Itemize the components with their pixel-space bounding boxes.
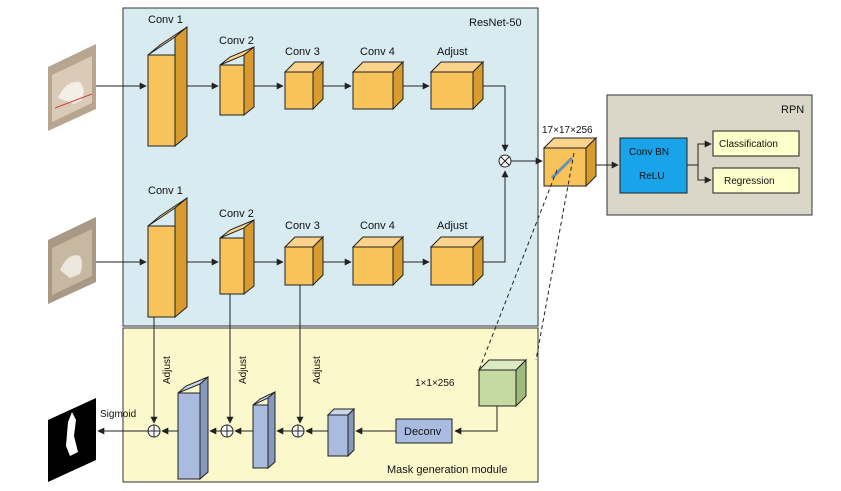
bottom-conv3-block	[283, 235, 325, 287]
bottom-branch-arrows	[96, 170, 509, 266]
top-branch-arrows	[96, 82, 509, 152]
bottom-conv1-block	[147, 196, 188, 319]
top-adjust-label: Adjust	[437, 46, 468, 58]
skip-adjust-label-2: Adjust	[238, 356, 249, 384]
bottom-conv4-label: Conv 4	[360, 220, 395, 232]
response-feature-label: 17×17×256	[542, 125, 593, 136]
mask-block-1	[177, 375, 209, 481]
skip-adjust-label-1: Adjust	[162, 356, 173, 384]
mask-block-2	[252, 390, 276, 470]
bottom-conv1-label: Conv 1	[148, 185, 183, 197]
rpn-conv-line1: Conv BN	[629, 147, 669, 158]
classification-box	[712, 130, 800, 157]
roi-feature-label: 1×1×256	[415, 378, 455, 389]
roi-to-deconv-arrow	[454, 406, 498, 435]
plus-operator-2	[220, 424, 234, 438]
deconv-label: Deconv	[404, 426, 442, 438]
top-conv2-label: Conv 2	[219, 35, 254, 47]
roi-projection-lines	[478, 152, 575, 371]
classification-label: Classification	[719, 139, 778, 150]
top-conv1-block	[147, 25, 188, 148]
bottom-conv3-label: Conv 3	[285, 220, 320, 232]
correlation-operator	[498, 154, 512, 168]
roi-feature-cube	[477, 358, 528, 408]
top-conv2-block	[219, 45, 255, 117]
regression-label: Regression	[724, 176, 775, 187]
top-conv4-block	[351, 60, 405, 111]
top-conv3-block	[283, 60, 325, 111]
skip-connections	[150, 285, 304, 424]
bottom-conv2-label: Conv 2	[219, 208, 254, 220]
bottom-conv4-block	[351, 235, 405, 287]
plus-operator-3	[291, 424, 305, 438]
mask-module-title: Mask generation module	[387, 464, 507, 476]
bottom-conv2-block	[219, 218, 255, 296]
bottom-adjust-label: Adjust	[437, 220, 468, 232]
rpn-title: RPN	[781, 104, 804, 116]
sigmoid-label: Sigmoid	[100, 409, 136, 420]
response-feature-cube	[542, 136, 598, 188]
search-image	[48, 217, 96, 304]
rpn-conv-line2: ReLU	[639, 171, 665, 182]
top-conv3-label: Conv 3	[285, 46, 320, 58]
top-conv1-label: Conv 1	[148, 14, 183, 26]
mask-block-3	[326, 407, 356, 458]
skip-adjust-label-3: Adjust	[312, 356, 323, 384]
rpn-output-arrows	[687, 140, 712, 184]
bottom-adjust-block	[429, 235, 485, 287]
template-image	[48, 44, 96, 131]
top-adjust-block	[429, 60, 485, 111]
backbone-title: ResNet-50	[469, 17, 522, 29]
deconv-block	[395, 418, 453, 444]
mask-output-image	[48, 398, 96, 482]
top-conv4-label: Conv 4	[360, 46, 395, 58]
regression-box	[712, 167, 800, 194]
plus-operator-1	[147, 424, 161, 438]
